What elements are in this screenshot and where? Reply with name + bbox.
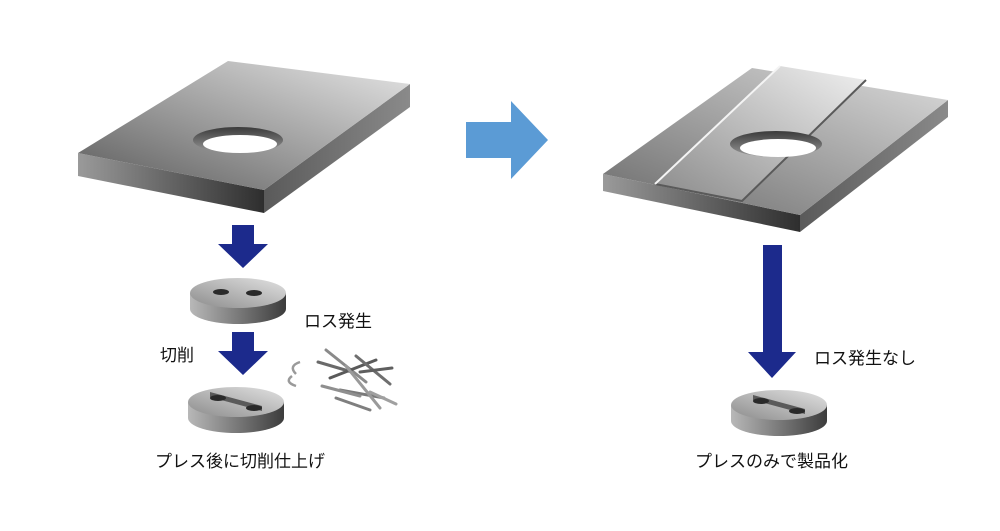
down-arrow-icon-1	[218, 225, 268, 268]
right-arrow-icon	[466, 101, 548, 179]
cutting-label: 切削	[160, 346, 194, 366]
pressed-blank-disc	[190, 278, 286, 324]
loss-occurs-label: ロス発生	[304, 312, 372, 332]
cutting-chip-icon	[287, 360, 301, 388]
right-caption: プレスのみで製品化	[695, 452, 848, 472]
down-arrow-icon-right	[748, 245, 796, 378]
left-caption: プレス後に切削仕上げ	[155, 452, 325, 472]
finished-disc-right	[731, 390, 827, 436]
down-arrow-icon-2	[218, 332, 268, 375]
machined-disc	[188, 387, 284, 433]
grooved-plate-right	[603, 65, 948, 232]
plate-with-hole-left	[78, 61, 410, 213]
scrap-chips-pile	[316, 348, 398, 412]
no-loss-label: ロス発生なし	[814, 349, 916, 369]
